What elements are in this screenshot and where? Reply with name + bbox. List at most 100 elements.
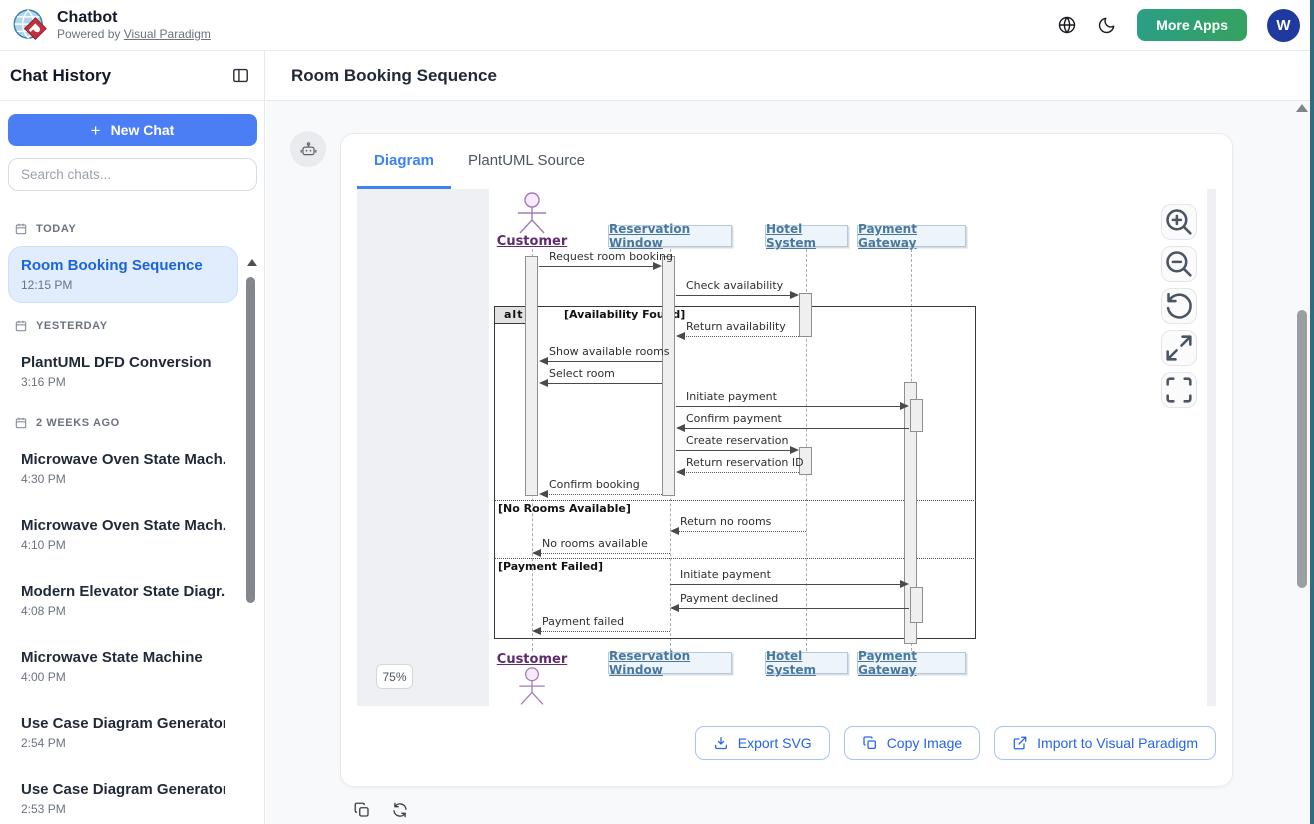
message-label: Payment failed bbox=[542, 615, 625, 628]
sidebar-scroll-up-arrow[interactable] bbox=[247, 259, 257, 266]
new-chat-label: New Chat bbox=[110, 122, 175, 138]
search-chats-input[interactable] bbox=[8, 158, 257, 191]
tab-plantuml-source[interactable]: PlantUML Source bbox=[451, 134, 602, 189]
user-avatar[interactable]: W bbox=[1267, 8, 1300, 42]
action-label: Copy Image bbox=[886, 735, 963, 751]
chat-item-time: 4:00 PM bbox=[21, 670, 66, 684]
regenerate-icon[interactable] bbox=[391, 801, 409, 819]
participant-box-pg-bottom[interactable]: Payment Gateway bbox=[857, 649, 966, 677]
participant-box-rw-top[interactable]: Reservation Window bbox=[608, 222, 732, 250]
fit-view-icon bbox=[1162, 331, 1196, 365]
message-arrowhead bbox=[539, 490, 548, 498]
message-label: Return availability bbox=[686, 320, 786, 333]
participant-box-hs-top[interactable]: Hotel System bbox=[765, 222, 848, 250]
message-line bbox=[684, 336, 799, 337]
main-header: Room Booking Sequence bbox=[266, 51, 1314, 101]
dark-mode-moon-icon[interactable] bbox=[1097, 15, 1117, 35]
action-label: Export SVG bbox=[737, 735, 812, 751]
visual-paradigm-logo-icon bbox=[13, 9, 47, 41]
import-to-visual-paradigm-button[interactable]: Import to Visual Paradigm bbox=[994, 726, 1216, 760]
copy-message-icon[interactable] bbox=[353, 801, 371, 819]
reset-view-icon bbox=[1162, 289, 1196, 323]
participant-box-pg-top[interactable]: Payment Gateway bbox=[857, 222, 966, 250]
zoom-out-button[interactable] bbox=[1161, 246, 1197, 282]
participant-box-hs-bottom[interactable]: Hotel System bbox=[765, 649, 848, 677]
participant-box-rw-bottom[interactable]: Reservation Window bbox=[608, 649, 732, 677]
activation-bar bbox=[525, 256, 538, 496]
main-scroll-up-arrow[interactable] bbox=[1296, 104, 1308, 112]
message-label: Return no rooms bbox=[680, 515, 772, 528]
message-arrowhead bbox=[676, 424, 685, 432]
alt-divider bbox=[494, 558, 976, 559]
message-arrowhead bbox=[670, 604, 679, 612]
message-line bbox=[684, 428, 909, 429]
zoom-in-button[interactable] bbox=[1161, 204, 1197, 240]
fullscreen-button[interactable] bbox=[1161, 372, 1197, 408]
message-label: Initiate payment bbox=[686, 390, 777, 403]
chat-item-title: Modern Elevator State Diagr... bbox=[21, 583, 225, 600]
diagram-viewport[interactable]: alt[Availability Found][No Rooms Availab… bbox=[357, 189, 1216, 706]
fullscreen-icon bbox=[1162, 373, 1196, 407]
reset-view-button[interactable] bbox=[1161, 288, 1197, 324]
new-chat-button[interactable]: + New Chat bbox=[8, 114, 257, 146]
zoom-out-icon bbox=[1162, 247, 1196, 281]
chat-item-time: 4:10 PM bbox=[21, 538, 66, 552]
actor-label-top[interactable]: Customer bbox=[496, 234, 568, 249]
language-globe-icon[interactable] bbox=[1057, 15, 1077, 35]
message-line bbox=[676, 295, 791, 296]
message-label: Select room bbox=[549, 367, 615, 380]
sequence-diagram-canvas: alt[Availability Found][No Rooms Availab… bbox=[489, 189, 1207, 706]
message-label: Show available rooms bbox=[549, 345, 670, 358]
collapse-sidebar-icon[interactable] bbox=[231, 66, 250, 85]
chat-item-time: 2:54 PM bbox=[21, 736, 66, 750]
message-line bbox=[540, 631, 670, 632]
actor-label-bottom[interactable]: Customer bbox=[496, 652, 568, 667]
message-label: Confirm booking bbox=[549, 478, 640, 491]
chat-history-item[interactable]: Microwave Oven State Mach...4:30 PM bbox=[8, 440, 238, 497]
actor-figure-top bbox=[512, 192, 552, 240]
message-line bbox=[547, 494, 662, 495]
diagram-actions: Export SVG Copy Image Import to Visual Par… bbox=[357, 726, 1216, 760]
chat-item-time: 4:08 PM bbox=[21, 604, 66, 618]
chat-item-time: 3:16 PM bbox=[21, 375, 66, 389]
chat-item-title: Microwave Oven State Mach... bbox=[21, 451, 225, 468]
message-line bbox=[676, 450, 791, 451]
message-label: Payment declined bbox=[680, 592, 779, 605]
more-apps-button[interactable]: More Apps bbox=[1137, 9, 1247, 41]
message-line bbox=[678, 608, 909, 609]
message-line bbox=[670, 584, 901, 585]
chat-group-label: 2 WEEKS AGO bbox=[36, 417, 120, 429]
activation-bar bbox=[904, 382, 917, 644]
visual-paradigm-link[interactable]: Visual Paradigm bbox=[123, 26, 211, 41]
main-scrollbar[interactable] bbox=[1297, 310, 1307, 588]
message-label: Return reservation ID bbox=[686, 456, 804, 469]
chat-item-time: 12:15 PM bbox=[21, 278, 73, 292]
bot-avatar bbox=[290, 131, 326, 167]
chat-history-item[interactable]: Microwave Oven State Mach... 4:10 PM bbox=[8, 506, 238, 563]
zoom-in-icon bbox=[1162, 205, 1196, 239]
fit-view-button[interactable] bbox=[1161, 330, 1197, 366]
alt-guard: [Availability Found] bbox=[564, 308, 686, 321]
tab-diagram[interactable]: Diagram bbox=[357, 134, 452, 189]
copy-image-button[interactable]: Copy Image bbox=[843, 726, 981, 760]
sidebar-scrollbar[interactable] bbox=[246, 277, 255, 603]
export-svg-button[interactable]: Export SVG bbox=[694, 726, 830, 760]
alt-guard: [Payment Failed] bbox=[498, 560, 604, 573]
alt-guard: [No Rooms Available] bbox=[498, 502, 631, 515]
chat-history-item[interactable]: Modern Elevator State Diagr... 4:08 PM bbox=[8, 572, 238, 629]
powered-by-prefix: Powered by bbox=[57, 26, 121, 41]
chat-item-title: Use Case Diagram Generator bbox=[21, 781, 225, 798]
message-arrowhead bbox=[790, 291, 799, 299]
message-arrowhead bbox=[900, 580, 909, 588]
chat-item-title: Microwave Oven State Mach... bbox=[21, 517, 225, 534]
